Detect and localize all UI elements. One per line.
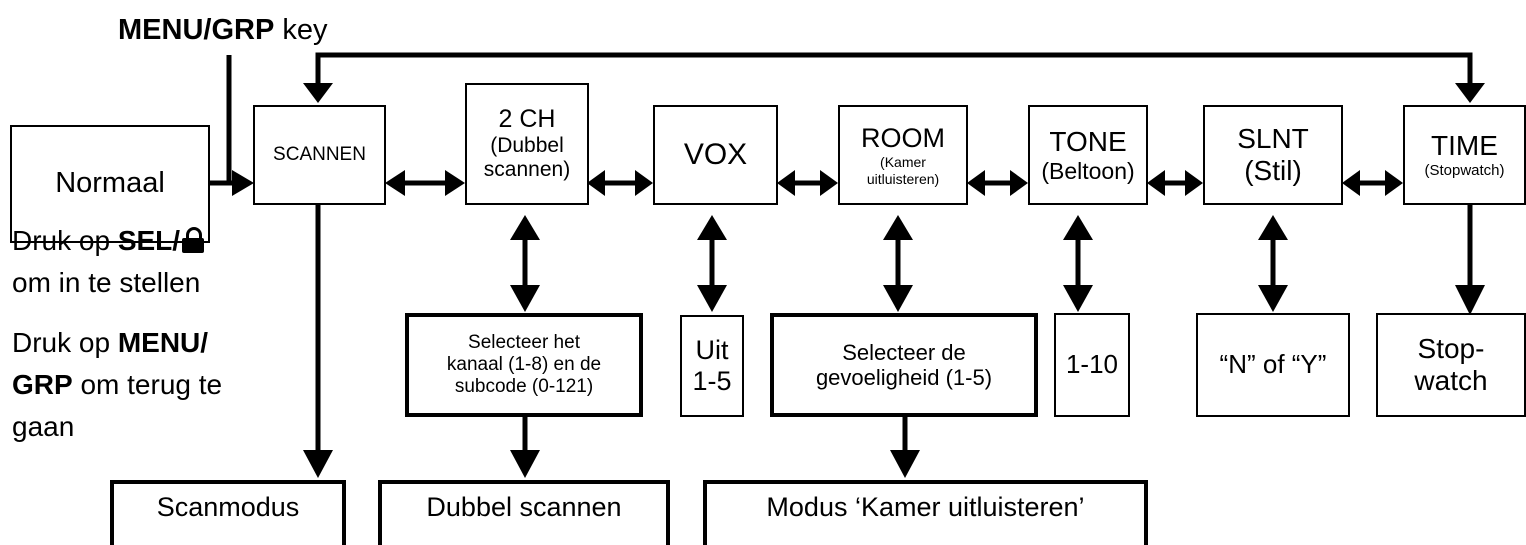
room-sub2: uitluisteren) — [866, 170, 940, 187]
room-setting-line: gevoeligheid (1-5) — [815, 365, 993, 390]
time-setting-line: watch — [1414, 365, 1488, 396]
menu-grp-key-label: MENU/GRP key — [118, 14, 327, 47]
time-setting-box: Stop- watch — [1376, 313, 1526, 417]
normaal-label: Normaal — [55, 167, 165, 200]
scanmodus-label: Scanmodus — [156, 492, 300, 522]
dubbel-scannen-label: Dubbel scannen — [426, 492, 622, 522]
arrowhead — [635, 170, 653, 196]
arrowhead — [445, 170, 465, 196]
back-instruction: Druk op MENU/ GRP om terug te gaan — [12, 322, 222, 448]
arrowhead — [1185, 170, 1203, 196]
arrowhead — [1342, 170, 1360, 196]
arrowhead — [697, 285, 727, 312]
dual-title: 2 CH — [498, 105, 556, 134]
arrowhead — [883, 215, 913, 240]
arrowhead — [1258, 215, 1288, 240]
room-setting-line: Selecteer de — [842, 339, 966, 365]
dual-scan-box: 2 CH (Dubbel scannen) — [465, 83, 589, 205]
arrowhead — [1063, 285, 1093, 312]
slnt-title: SLNT — [1237, 122, 1309, 154]
arrowhead — [1010, 170, 1028, 196]
scannen-box: SCANNEN — [253, 105, 386, 205]
arrowhead — [1258, 285, 1288, 312]
time-box: TIME (Stopwatch) — [1403, 105, 1526, 205]
dual-setting-box: Selecteer het kanaal (1-8) en de subcode… — [405, 313, 643, 417]
room-title: ROOM — [861, 123, 945, 154]
arrowhead — [303, 450, 333, 478]
vox-box: VOX — [653, 105, 778, 205]
back-instruction-line1: Druk op MENU/ — [12, 322, 222, 364]
scannen-label: SCANNEN — [273, 144, 366, 166]
time-setting-line: Stop- — [1417, 332, 1485, 364]
normaal-box: Normaal — [10, 125, 210, 243]
menu-grp-key-bold: MENU/GRP — [118, 14, 275, 46]
arrowhead — [1455, 285, 1485, 315]
slnt-box: SLNT (Stil) — [1203, 105, 1343, 205]
arrowhead — [883, 285, 913, 312]
set-instruction: Druk op SEL/ om in te stellen — [12, 220, 205, 304]
dual-sub2: scannen) — [483, 158, 571, 182]
sel-key-bold: SEL/ — [117, 225, 181, 256]
tone-setting-box: 1-10 — [1054, 313, 1130, 417]
tone-setting-label: 1-10 — [1065, 349, 1119, 380]
arrowhead — [1063, 215, 1093, 240]
arrowhead — [820, 170, 838, 196]
dual-setting-line: subcode (0-121) — [454, 375, 594, 397]
set-instruction-line2: om in te stellen — [12, 267, 201, 298]
arrowhead — [510, 450, 540, 478]
vox-label: VOX — [683, 137, 748, 171]
slnt-sub: (Stil) — [1244, 155, 1302, 186]
arrowhead — [777, 170, 795, 196]
menu-key-entry-line — [226, 55, 240, 186]
arrowhead — [1455, 83, 1485, 103]
arrowhead — [232, 170, 254, 196]
arrowhead — [303, 83, 333, 103]
time-sub: (Stopwatch) — [1424, 162, 1505, 180]
vox-setting-line: Uit — [695, 334, 729, 365]
arrowhead — [967, 170, 985, 196]
arrowhead — [890, 450, 920, 478]
return-loop-line — [315, 52, 1473, 83]
scanmodus-box: Scanmodus — [110, 480, 346, 545]
back-post: om terug te — [72, 369, 223, 400]
arrowhead — [510, 285, 540, 312]
arrowhead — [385, 170, 405, 196]
dubbel-scannen-box: Dubbel scannen — [378, 480, 670, 545]
room-setting-box: Selecteer de gevoeligheid (1-5) — [770, 313, 1038, 417]
back-pre: Druk op — [12, 327, 118, 358]
arrowhead — [510, 215, 540, 240]
dual-setting-line: kanaal (1-8) en de — [446, 354, 602, 376]
set-pre: Druk op — [12, 225, 118, 256]
key-suffix: key — [274, 14, 328, 46]
dual-sub1: (Dubbel — [490, 134, 564, 158]
kamer-uitluisteren-box: Modus ‘Kamer uitluisteren’ — [703, 480, 1148, 545]
grp-key-bold: GRP — [12, 369, 73, 400]
back-instruction-line3: gaan — [12, 411, 75, 442]
arrowhead — [697, 215, 727, 240]
room-sub1: (Kamer — [880, 154, 926, 171]
back-instruction-line2: GRP om terug te — [12, 364, 222, 406]
set-instruction-line1: Druk op SEL/ — [12, 220, 205, 262]
tone-sub: (Beltoon) — [1041, 157, 1135, 184]
arrowhead — [587, 170, 605, 196]
arrowhead — [1385, 170, 1403, 196]
slnt-setting-box: “N” of “Y” — [1196, 313, 1350, 417]
room-box: ROOM (Kamer uitluisteren) — [838, 105, 968, 205]
menu-key-bold: MENU/ — [117, 327, 209, 358]
kamer-uitluisteren-label: Modus ‘Kamer uitluisteren’ — [766, 492, 1085, 522]
vox-setting-box: Uit 1-5 — [680, 315, 744, 417]
vox-setting-line: 1-5 — [692, 366, 732, 396]
tone-box: TONE (Beltoon) — [1028, 105, 1148, 205]
time-title: TIME — [1431, 130, 1498, 162]
arrowhead — [1147, 170, 1165, 196]
lock-icon — [182, 227, 205, 253]
dual-setting-line: Selecteer het — [468, 332, 580, 354]
tone-title: TONE — [1049, 125, 1127, 157]
slnt-setting-label: “N” of “Y” — [1219, 349, 1327, 380]
